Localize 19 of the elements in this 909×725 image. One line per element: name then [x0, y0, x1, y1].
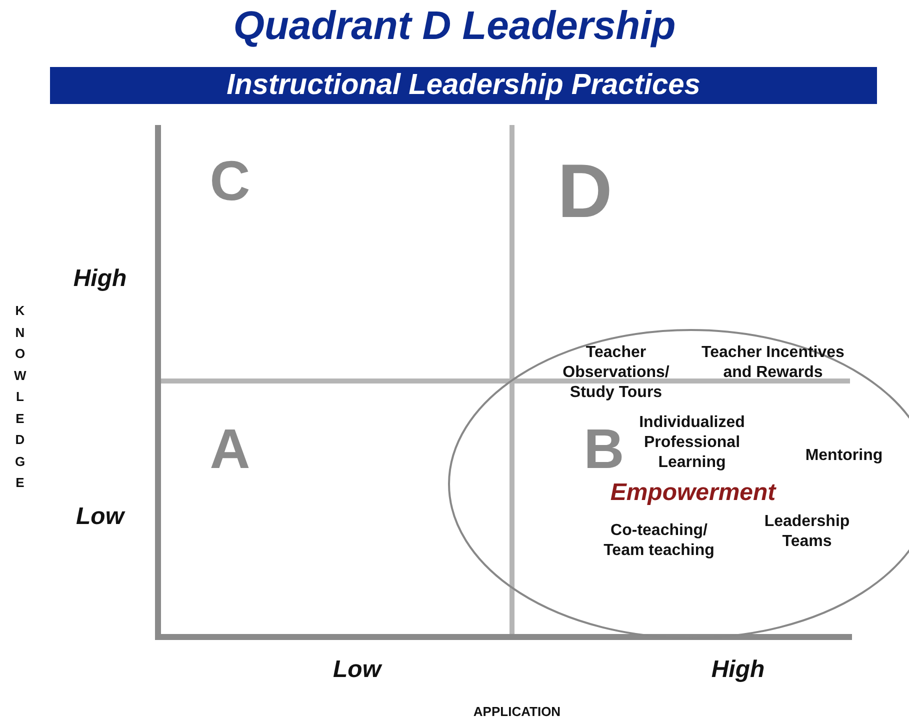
- axis-label: Low: [333, 657, 381, 684]
- central-label: Empowerment: [609, 478, 778, 508]
- axis-label: High: [711, 657, 765, 684]
- subtitle-banner: Instructional Leadership Practices: [50, 67, 877, 104]
- practice-label: Co-teaching/ Team teaching: [602, 521, 716, 561]
- quadrant-letter: C: [210, 150, 250, 212]
- quadrant-letter: A: [210, 418, 250, 480]
- practice-label: Leadership Teams: [763, 512, 851, 552]
- axis-label: Low: [76, 504, 124, 530]
- practice-label: Individualized Professional Learning: [638, 413, 746, 473]
- axis-label: High: [73, 266, 127, 292]
- title: Quadrant D Leadership: [232, 4, 677, 49]
- quadrant-letter: D: [558, 150, 612, 234]
- practice-label: Mentoring: [804, 446, 884, 466]
- quadrant-letter: B: [584, 418, 624, 480]
- axis-title: APPLICATION: [473, 705, 561, 720]
- practice-label: Teacher Observations/ Study Tours: [562, 343, 670, 403]
- practice-label: Teacher Incentives and Rewards: [700, 343, 846, 383]
- axis-title: KNOWLEDGE: [14, 302, 26, 492]
